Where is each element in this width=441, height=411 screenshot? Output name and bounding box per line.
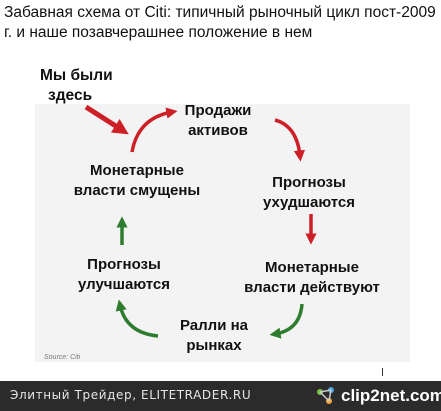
arrow-rally-to-improve	[115, 299, 159, 338]
node-market-rally: Ралли на рынках	[180, 317, 248, 354]
header-title: Забавная схема от Citi: типичный рыночны…	[4, 4, 436, 41]
marker-we-were-here: Мы были здесь	[40, 66, 113, 106]
clip2net-logo-icon	[317, 387, 334, 404]
marker-arrow	[84, 104, 129, 135]
clip2net-logo-text: clip2net.com	[341, 386, 441, 405]
node-authorities-act: Монетарные власти действуют	[244, 259, 380, 296]
marker-line1: Мы были	[40, 67, 113, 84]
clip2net-logo-link[interactable]: clip2net.com	[314, 384, 441, 408]
marker-line2: здесь	[48, 87, 93, 104]
arrow-sales-to-worsen	[274, 118, 306, 162]
arrow-confused-to-sales	[130, 107, 178, 153]
footer-site-credit: Элитный Трейдер, ELITETRADER.RU	[10, 388, 252, 402]
node-asset-sales: Продажи активов	[184, 102, 252, 139]
arrow-act-to-rally	[269, 303, 304, 339]
diagram-panel	[35, 104, 410, 362]
footer-bar: Элитный Трейдер, ELITETRADER.RU clip2net…	[0, 381, 441, 411]
tick-mark	[382, 368, 383, 376]
node-authorities-confused: Монетарные власти смущены	[73, 162, 201, 199]
node-forecasts-worsen: Прогнозы ухудшаются	[262, 174, 356, 211]
source-note: Source: Citi	[44, 354, 81, 361]
node-forecasts-improve: Прогнозы улучшаются	[77, 256, 171, 293]
